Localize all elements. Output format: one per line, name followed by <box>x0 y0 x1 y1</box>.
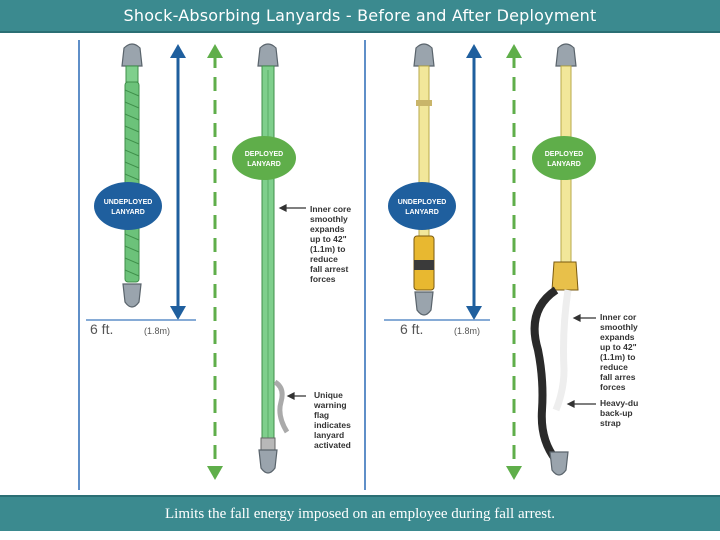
strap-clamp <box>260 437 276 451</box>
svg-text:warning: warning <box>313 400 347 410</box>
bottom-hook-icon <box>122 283 142 308</box>
slide-caption: Limits the fall energy imposed on an emp… <box>164 505 556 522</box>
deployed-badge <box>532 136 596 180</box>
green-height-arrow <box>506 44 522 480</box>
backup-strap-icon <box>530 286 560 463</box>
note2-arrow <box>286 392 306 400</box>
deployed-label-line1: DEPLOYED <box>245 151 284 158</box>
opened-pack-icon <box>551 261 579 291</box>
note1-arrow <box>278 204 306 212</box>
height-label: 6 ft. <box>400 321 423 337</box>
svg-text:smoothly: smoothly <box>310 214 348 224</box>
svg-text:smoothly: smoothly <box>600 322 638 332</box>
svg-text:forces: forces <box>310 274 336 284</box>
blue-height-arrow <box>466 44 482 320</box>
top-hook-icon <box>121 43 143 67</box>
svg-text:strap: strap <box>600 418 621 428</box>
deployed-label-line1: DEPLOYED <box>545 151 584 158</box>
svg-text:flag: flag <box>314 410 329 420</box>
deployed-bottom-hook-icon <box>549 451 569 476</box>
deployed-label-line2: LANYARD <box>247 161 281 168</box>
height-metric: (1.8m) <box>454 326 480 336</box>
svg-text:lanyard: lanyard <box>314 430 344 440</box>
strap-buckle <box>416 100 432 106</box>
svg-text:expands: expands <box>600 332 635 342</box>
bottom-hook-icon <box>414 291 434 316</box>
svg-text:back-up: back-up <box>600 408 633 418</box>
svg-text:Inner cor: Inner cor <box>600 312 637 322</box>
caption-bar: Limits the fall energy imposed on an emp… <box>0 495 720 531</box>
warning-flag-icon <box>273 379 290 434</box>
svg-text:up to 42": up to 42" <box>600 342 637 352</box>
pack-label <box>414 260 434 270</box>
note1-text: Inner core smoothly expands up to 42" (1… <box>310 204 351 284</box>
green-height-arrow <box>207 44 223 480</box>
deployed-top-hook-icon <box>257 43 279 67</box>
note2-text: Unique warning flag indicates lanyard ac… <box>313 390 351 450</box>
deployed-bottom-hook-icon <box>258 449 278 474</box>
undeployed-label-line2: LANYARD <box>405 209 439 216</box>
panel-divider-center <box>364 40 366 490</box>
svg-text:activated: activated <box>314 440 351 450</box>
deployed-yellow-lanyard <box>530 43 579 476</box>
svg-text:(1.1m) to: (1.1m) to <box>600 352 635 362</box>
deployed-label-line2: LANYARD <box>547 161 581 168</box>
left-diagram-panel: UNDEPLOYED LANYARD 6 ft. (1.8m) <box>78 40 366 490</box>
note1-text: Inner cor smoothly expands up to 42" (1.… <box>600 312 638 392</box>
green-lanyard-diagram: UNDEPLOYED LANYARD 6 ft. (1.8m) <box>86 43 351 480</box>
undeployed-badge <box>94 182 162 230</box>
undeployed-label-line2: LANYARD <box>111 209 145 216</box>
undeployed-label-line1: UNDEPLOYED <box>398 199 447 206</box>
svg-text:Unique: Unique <box>314 390 343 400</box>
undeployed-label-line1: UNDEPLOYED <box>104 199 153 206</box>
coiled-strap <box>124 81 140 283</box>
height-label: 6 ft. <box>90 321 113 337</box>
deployed-badge <box>232 136 296 180</box>
svg-text:Heavy-du: Heavy-du <box>600 398 638 408</box>
blue-height-arrow <box>170 44 186 320</box>
panel-divider-left <box>78 40 80 490</box>
height-metric: (1.8m) <box>144 326 170 336</box>
top-hook-icon <box>413 43 435 67</box>
svg-text:fall arres: fall arres <box>600 372 636 382</box>
deployed-top-hook-icon <box>555 43 577 67</box>
note2-text: Heavy-du back-up strap <box>600 398 638 428</box>
svg-text:reduce: reduce <box>600 362 628 372</box>
deployed-green-lanyard <box>257 43 290 474</box>
svg-text:(1.1m) to: (1.1m) to <box>310 244 345 254</box>
undeployed-yellow-lanyard <box>413 43 435 316</box>
right-diagram-panel: UNDEPLOYED LANYARD 6 ft. (1.8m) <box>378 40 648 490</box>
svg-text:forces: forces <box>600 382 626 392</box>
svg-text:reduce: reduce <box>310 254 338 264</box>
svg-text:Inner core: Inner core <box>310 204 351 214</box>
slide-title: Shock-Absorbing Lanyards - Before and Af… <box>123 6 597 25</box>
note2-arrow <box>566 400 596 408</box>
inner-core-strap <box>552 289 572 412</box>
svg-text:fall arrest: fall arrest <box>310 264 348 274</box>
undeployed-badge <box>388 182 456 230</box>
note1-arrow <box>572 314 596 322</box>
undeployed-green-lanyard <box>121 43 143 308</box>
title-bar: Shock-Absorbing Lanyards - Before and Af… <box>0 0 720 33</box>
svg-text:expands: expands <box>310 224 345 234</box>
strap-top <box>125 65 139 83</box>
yellow-lanyard-diagram: UNDEPLOYED LANYARD 6 ft. (1.8m) <box>384 43 638 480</box>
svg-text:up to 42": up to 42" <box>310 234 347 244</box>
svg-text:indicates: indicates <box>314 420 351 430</box>
